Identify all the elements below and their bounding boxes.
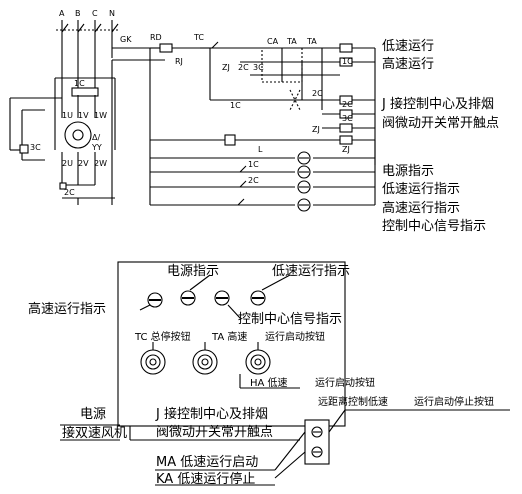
zj-contact-label-2: ZJ xyxy=(312,125,320,134)
terminal-2u: 2U xyxy=(62,159,73,168)
lamp-2c-label: 2C xyxy=(248,176,259,185)
power-label2: 接双速风机 xyxy=(62,425,127,441)
stop-button-icon xyxy=(140,349,166,375)
terminal-2w: 2W xyxy=(94,159,107,168)
aux-1c-label: 1C xyxy=(230,101,241,110)
relay-l-label: L xyxy=(258,145,263,154)
motor-contactor-1c-label: 1C xyxy=(74,79,85,88)
remote-label2: 运行启动停止按钮 xyxy=(414,395,494,408)
j-label2: 阀微动开关常开触点 xyxy=(156,425,273,440)
fuse-rd xyxy=(159,43,173,53)
zj-coil-label: ZJ xyxy=(342,145,350,154)
ta-label-2: TA xyxy=(306,37,317,46)
zj-contact-label: ZJ xyxy=(222,63,230,72)
panel-start-label: 运行启动按钮 xyxy=(265,330,325,343)
terminal-1u: 1U xyxy=(62,111,73,120)
ca-label: CA xyxy=(267,37,279,46)
2c-contact-label: 2C xyxy=(238,63,249,72)
motor-icon xyxy=(64,121,92,149)
gk-label: GK xyxy=(120,35,132,44)
row-label-high-ind: 高速运行指示 xyxy=(382,200,460,216)
2c-left-label: 2C xyxy=(312,89,323,98)
low-start-button-icon xyxy=(245,349,271,375)
ma-label: MA 低速运行启动 xyxy=(156,455,258,470)
row-label-j2: 阀微动开关常开触点 xyxy=(382,116,499,131)
terminal-1v: 1V xyxy=(78,111,89,120)
terminal-1w: 1W xyxy=(94,111,107,120)
row-label-power: 电源指示 xyxy=(382,164,434,179)
panel-tc-label: TC 总停按钮 xyxy=(134,330,191,343)
motor-2c-label: 2C xyxy=(64,188,75,197)
power-label: 电源 xyxy=(80,407,106,422)
lamp-1c-label: 1C xyxy=(248,160,259,169)
row-label-low-ind: 低速运行指示 xyxy=(382,182,460,197)
phase-n-label: N xyxy=(109,9,115,18)
row-label-j: J 接控制中心及排烟 xyxy=(381,96,494,112)
relay-l xyxy=(224,134,236,146)
j-label: J 接控制中心及排烟 xyxy=(155,406,268,422)
panel-ha-label: HA 低速 xyxy=(250,376,288,389)
tc-label: TC xyxy=(193,33,204,42)
panel-power-label: 电源指示 xyxy=(167,264,219,279)
motor-winding2-label: YY xyxy=(91,143,102,152)
remote-label: 远距离控制低速 xyxy=(318,395,388,408)
panel-ta-label: TA 高速 xyxy=(211,330,247,343)
phase-a-label: A xyxy=(59,9,65,18)
contactor-1c-top xyxy=(71,87,99,97)
panel-high-ind-label: 高速运行指示 xyxy=(28,301,106,317)
3c-contact-label: 3C xyxy=(253,63,264,72)
high-start-button-icon xyxy=(192,349,218,375)
phase-b-label: B xyxy=(75,9,81,18)
panel-low-ind-label: 低速运行指示 xyxy=(272,264,350,279)
motor-winding-label: Δ/ xyxy=(92,133,100,142)
row-label-high-run: 高速运行 xyxy=(382,56,434,72)
row-label-signal: 控制中心信号指示 xyxy=(382,219,486,234)
panel-ha-label2: 运行启动按钮 xyxy=(315,376,375,389)
coil-1c-top xyxy=(339,43,353,53)
panel-signal-label: 控制中心信号指示 xyxy=(238,312,342,327)
motor-3c-label: 3C xyxy=(30,143,41,152)
coil-1c-label: 1C xyxy=(342,57,353,66)
rj-label: RJ xyxy=(175,57,183,66)
rd-label: RD xyxy=(150,33,162,42)
coil-2c-label: 2C xyxy=(342,100,353,109)
phase-c-label: C xyxy=(92,9,98,18)
row-label-low-run: 低速运行 xyxy=(382,39,434,54)
terminal-2v: 2V xyxy=(78,159,89,168)
coil-3c-label: 3C xyxy=(342,114,353,123)
control-panel xyxy=(117,261,346,427)
ka-label: KA 低速运行停止 xyxy=(156,471,255,487)
ta-label-1: TA xyxy=(286,37,297,46)
